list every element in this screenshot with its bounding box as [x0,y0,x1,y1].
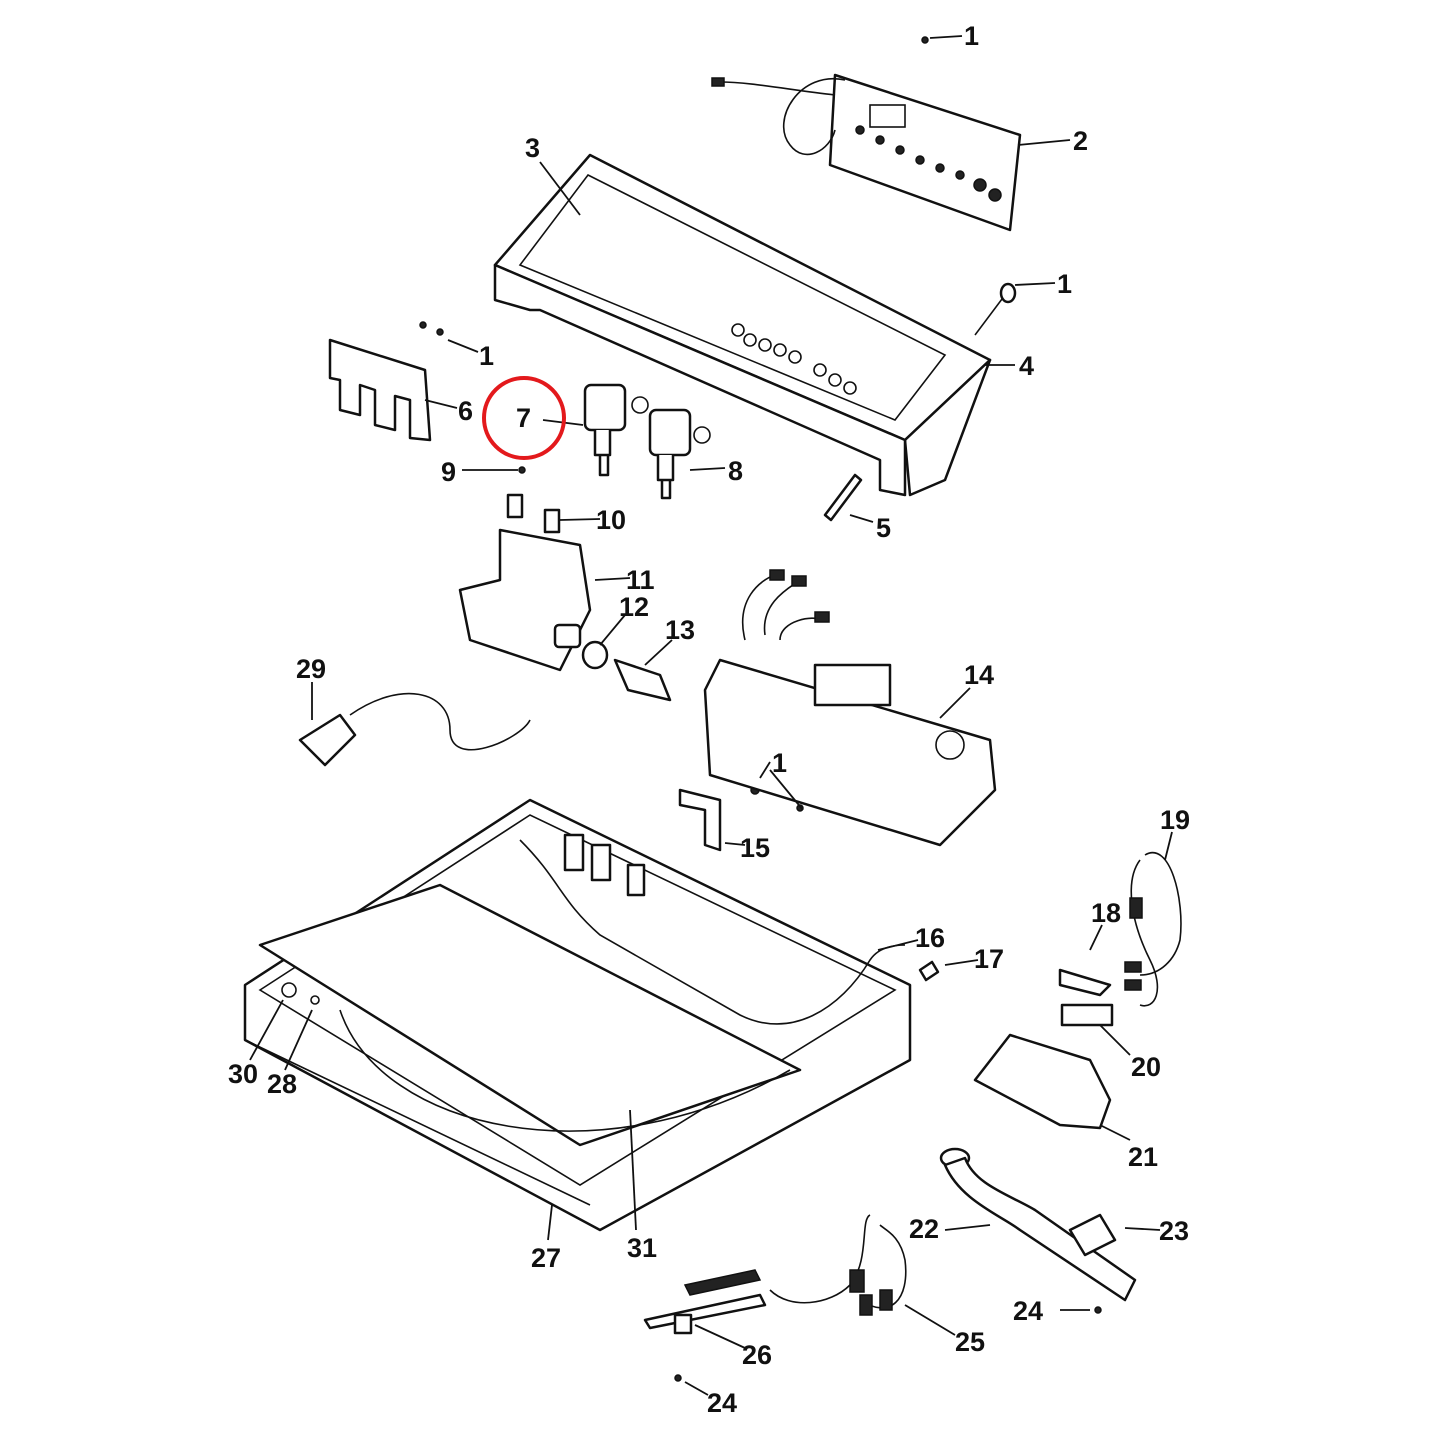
label-5: 5 [876,513,891,543]
label-22: 22 [909,1214,939,1244]
label-14: 14 [964,660,994,690]
label-18: 18 [1091,898,1121,928]
label-3: 3 [525,133,540,163]
leader-lines [249,35,1173,1396]
label-28: 28 [267,1069,297,1099]
label-1: 1 [1057,269,1072,299]
part-pin [823,473,863,522]
part-sensor-harness [643,1214,1102,1382]
label-24: 24 [1013,1296,1043,1326]
label-24: 24 [707,1388,737,1418]
part-bracket [328,338,432,442]
label-17: 17 [974,944,1004,974]
label-20: 20 [1131,1052,1161,1082]
label-7: 7 [516,403,531,433]
part-cabinet-top [243,798,912,1232]
part-17 [918,960,940,982]
label-11: 11 [626,565,655,595]
part-hose [939,1147,1137,1302]
label-30: 30 [228,1059,258,1089]
label-31: 31 [627,1233,657,1263]
label-13: 13 [665,615,695,645]
part-control-board [711,73,1022,232]
label-10: 10 [596,505,626,535]
label-1: 1 [964,21,979,51]
highlight-circle [482,376,566,460]
part-console [493,153,992,497]
part-clip [678,788,722,852]
label-23: 23 [1159,1216,1189,1246]
label-27: 27 [531,1243,561,1273]
label-15: 15 [740,833,770,863]
part-control-module [703,569,997,847]
label-1: 1 [479,341,494,371]
part-water-valves [583,383,711,500]
label-1: 1 [772,748,787,778]
label-12: 12 [619,592,649,622]
label-4: 4 [1019,351,1034,381]
part-lid-lock [458,493,672,702]
label-8: 8 [728,456,743,486]
label-26: 26 [742,1340,772,1370]
part-screws [419,36,1017,812]
label-21: 21 [1128,1142,1158,1172]
label-9: 9 [441,457,456,487]
part-power-cord [298,692,531,767]
part-labels: 1 2 3 1 4 1 6 7 8 9 10 5 11 12 13 29 14 … [228,21,1190,1418]
label-19: 19 [1160,805,1190,835]
label-2: 2 [1073,126,1088,156]
label-6: 6 [458,396,473,426]
label-16: 16 [915,923,945,953]
part-lid-switch [973,851,1182,1130]
label-29: 29 [296,654,326,684]
label-25: 25 [955,1327,985,1357]
